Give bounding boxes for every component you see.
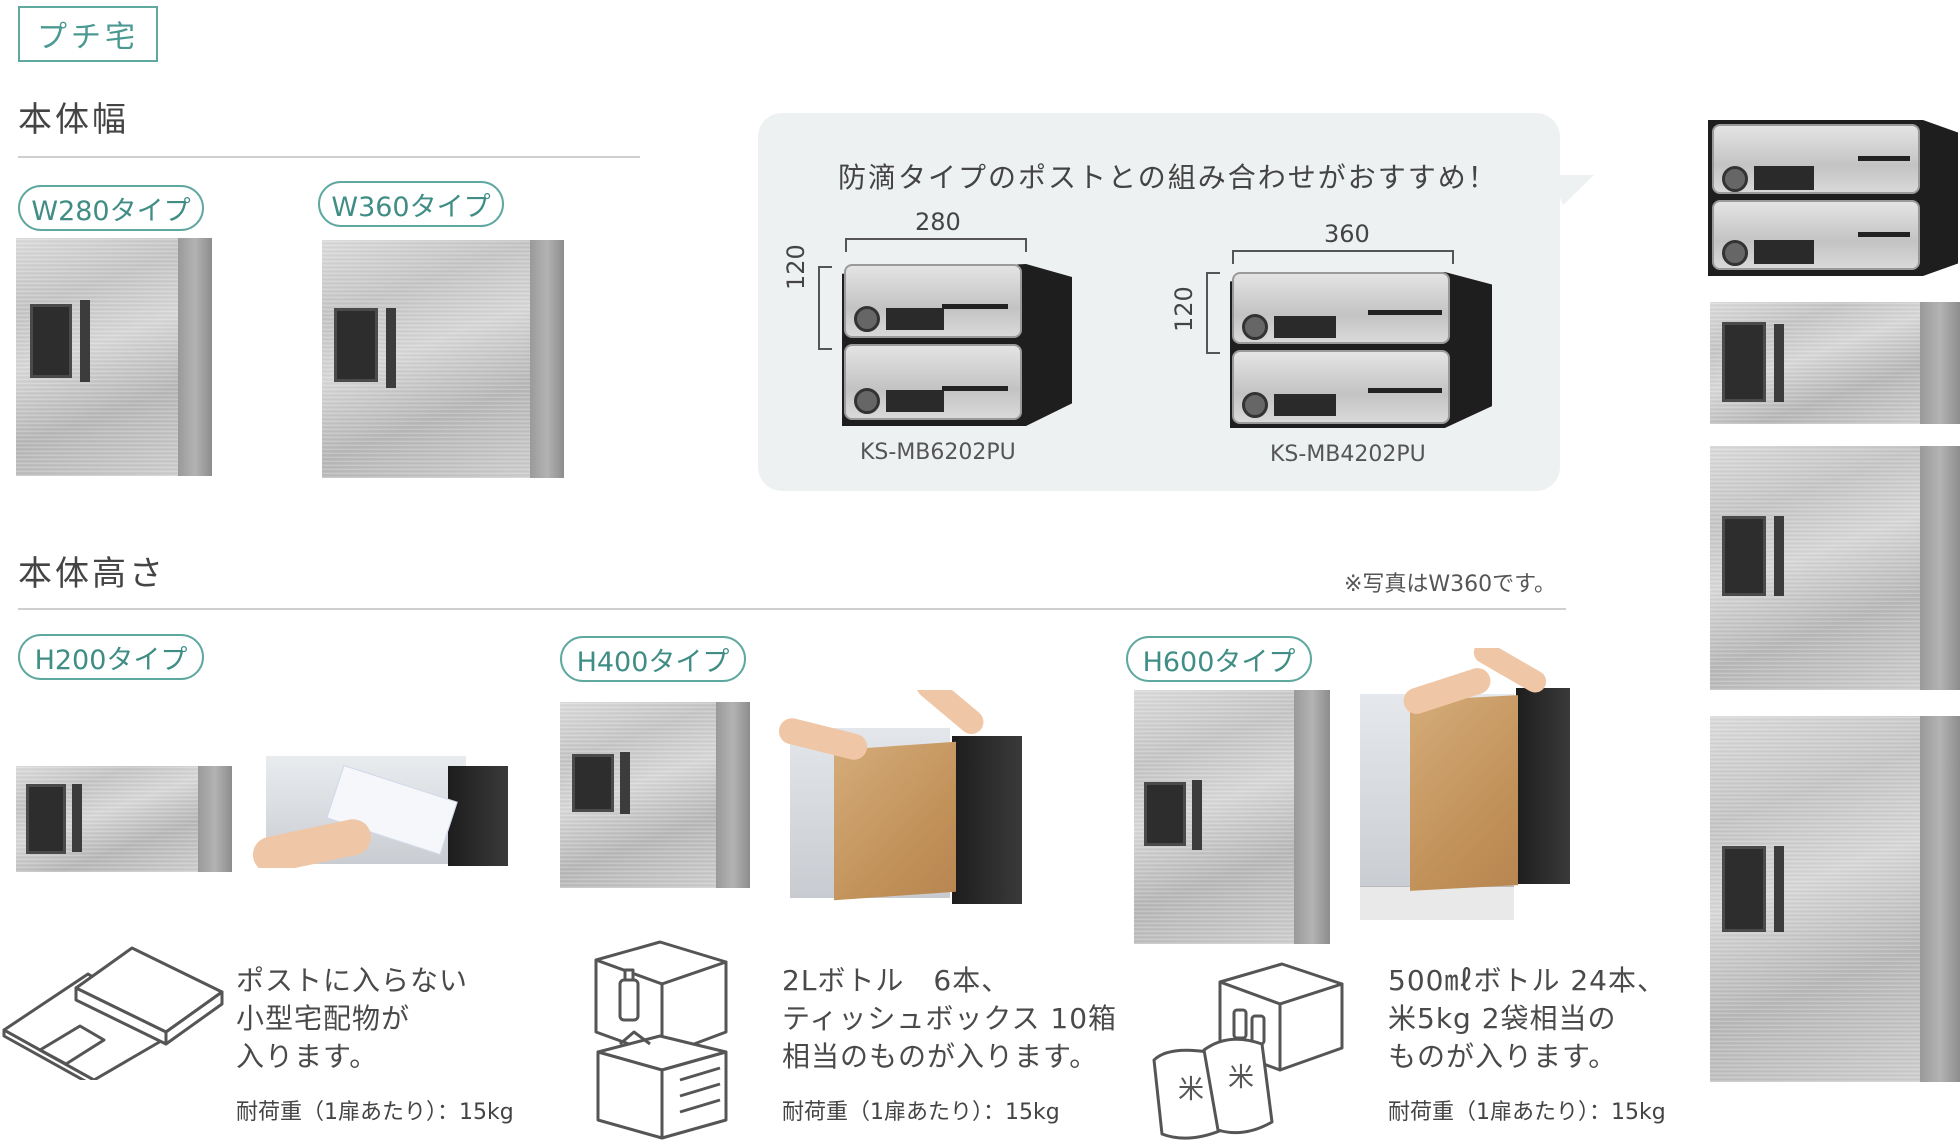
brand-tag: プチ宅	[18, 6, 158, 62]
h400-desc-line: 2Lボトル 6本、	[782, 964, 1011, 997]
bottle-tissue-box-icon	[594, 940, 728, 1140]
unit2-width-dim	[1232, 250, 1454, 252]
h200-desc-line: ポストに入らない	[236, 964, 469, 997]
h600-load-capacity: 耐荷重（1扉あたり）：15kg	[1388, 1100, 1666, 1125]
type-pill-h600: H600タイプ	[1126, 636, 1312, 682]
stacked-h400-unit-image	[1710, 446, 1960, 690]
w360-unit-image	[322, 240, 564, 478]
unit2-height-label: 120	[1170, 286, 1198, 332]
stacked-h600-unit-image	[1710, 716, 1960, 1082]
type-pill-h400: H400タイプ	[560, 636, 746, 682]
unit2-height-dim	[1206, 272, 1208, 354]
h200-desc-line: 入ります。	[236, 1040, 379, 1073]
unit1-model-label: KS-MB6202PU	[860, 440, 1016, 465]
unit1-mailbox-image	[842, 258, 1072, 426]
w280-unit-image	[16, 238, 212, 476]
height-section-title: 本体高さ	[18, 554, 166, 594]
h600-desc-line: ものが入ります。	[1388, 1040, 1618, 1073]
h400-unit-image	[560, 702, 750, 888]
h200-desc-line: 小型宅配物が	[236, 1002, 411, 1035]
h600-unit-image	[1134, 690, 1330, 944]
h200-usage-photo	[252, 752, 512, 868]
width-section-title: 本体幅	[18, 100, 129, 140]
unit2-width-label: 360	[1324, 220, 1370, 248]
h200-load-capacity: 耐荷重（1扉あたり）：15kg	[236, 1100, 514, 1125]
svg-text:米: 米	[1178, 1075, 1204, 1105]
h200-description: ポストに入らない 小型宅配物が 入ります。	[236, 962, 468, 1076]
unit1-width-label: 280	[915, 208, 961, 236]
envelope-parcel-icon	[2, 946, 224, 1080]
height-section-rule	[18, 608, 1566, 610]
unit1-height-label: 120	[782, 244, 810, 290]
h400-description: 2Lボトル 6本、 ティッシュボックス 10箱 相当のものが入ります。	[782, 962, 1117, 1076]
type-pill-w360: W360タイプ	[318, 181, 504, 227]
unit2-model-label: KS-MB4202PU	[1270, 442, 1426, 467]
unit2-mailbox-image	[1230, 268, 1492, 428]
type-pill-h200: H200タイプ	[18, 634, 204, 680]
h400-usage-photo	[770, 690, 1028, 908]
rice-bag-bottle-box-icon: 米 米	[1152, 962, 1344, 1140]
stacked-mailbox-image	[1708, 120, 1958, 276]
h600-description: 500㎖ボトル 24本、 米5kg 2袋相当の ものが入ります。	[1388, 962, 1666, 1076]
unit1-width-dim	[845, 238, 1027, 240]
h600-usage-photo	[1350, 648, 1574, 924]
h400-desc-line: 相当のものが入ります。	[782, 1040, 1099, 1073]
type-pill-w280: W280タイプ	[18, 185, 204, 231]
svg-text:米: 米	[1228, 1063, 1254, 1093]
h400-desc-line: ティッシュボックス 10箱	[782, 1002, 1118, 1035]
photo-note: ※写真はW360です。	[1344, 572, 1556, 597]
h600-desc-line: 500㎖ボトル 24本、	[1388, 964, 1666, 997]
h200-unit-image	[16, 766, 232, 872]
h600-desc-line: 米5kg 2袋相当の	[1388, 1002, 1617, 1035]
width-section-rule	[18, 156, 640, 158]
stacked-h200-unit-image	[1710, 302, 1960, 424]
bubble-headline: 防滴タイプのポストとの組み合わせがおすすめ！	[838, 161, 1498, 194]
h400-load-capacity: 耐荷重（1扉あたり）：15kg	[782, 1100, 1060, 1125]
unit1-height-dim	[818, 266, 820, 350]
